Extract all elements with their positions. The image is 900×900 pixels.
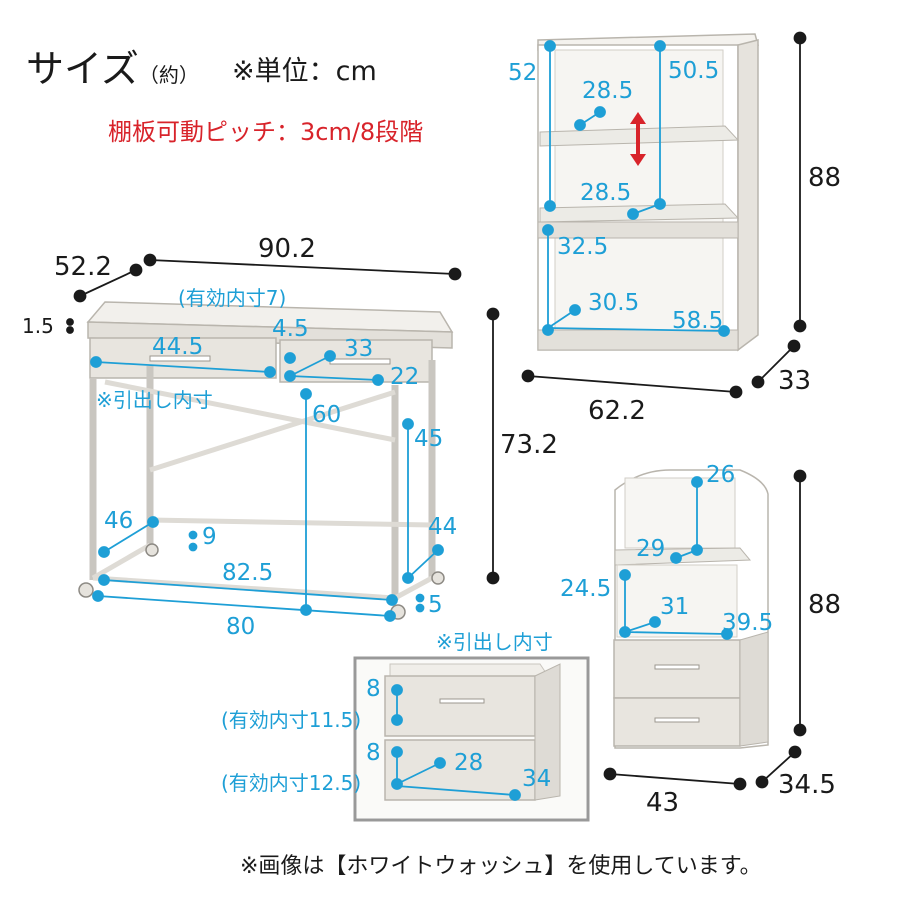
shelf-gap-mid: 28.5: [580, 180, 632, 206]
small-shelf-shelf-depth: 29: [636, 536, 666, 562]
desk-leg-depth-right: 44: [428, 514, 458, 540]
drawer-detail-illustration: [357, 660, 586, 818]
desk-drawer-effective: (有効内寸7): [178, 286, 287, 310]
small-shelf-width: 43: [646, 788, 680, 818]
small-shelf-inner-width: 39.5: [722, 610, 774, 636]
small-shelf-outer-dimensions: [603, 469, 807, 791]
shelf-right-height: 50.5: [668, 58, 720, 84]
drawer-detail-dimensions: [391, 684, 521, 801]
desk-side-height: 45: [414, 426, 444, 452]
desk-inner-width: 82.5: [222, 560, 274, 586]
desk-leg-gap: 9: [202, 524, 217, 550]
desk-drawer-note: ※引出し内寸: [96, 388, 213, 412]
large-shelf-illustration: [537, 33, 759, 352]
desk-height: 73.2: [500, 430, 558, 460]
shelf-pitch-note: 棚板可動ピッチ：3cm/8段階: [108, 118, 424, 146]
shelf-height: 88: [808, 163, 842, 193]
small-shelf-depth: 34.5: [778, 770, 836, 800]
desk-depth: 52.2: [54, 252, 112, 282]
shelf-inner-width: 58.5: [672, 308, 724, 334]
page-title: サイズ（約）: [26, 47, 199, 91]
desk-inner-dimensions: [90, 350, 444, 622]
shelf-left-height: 52: [508, 60, 538, 86]
small-shelf-open-height: 24.5: [560, 576, 612, 602]
desk-width: 90.2: [258, 234, 316, 264]
drawer-bottom-width: 34: [522, 766, 552, 792]
desk-knee-height: 60: [312, 402, 342, 428]
drawer-bottom-effective: (有効内寸12.5): [221, 771, 362, 795]
shelf-bottom-depth: 30.5: [588, 290, 640, 316]
desk-top-thickness: 1.5: [22, 314, 54, 338]
large-shelf-inner-dimensions: [542, 40, 730, 337]
image-footnote: ※画像は【ホワイトウォッシュ】を使用しています。: [240, 854, 762, 879]
shelf-gap-top: 28.5: [582, 78, 634, 104]
desk-outer-dimensions: [66, 253, 500, 585]
desk-bottom-width: 80: [226, 614, 256, 640]
drawer-bottom-depth: 28: [454, 750, 484, 776]
desk-drawer-gap: 4.5: [272, 316, 309, 342]
large-shelf-outer-dimensions: [521, 31, 807, 399]
small-shelf-inner-depth: 31: [660, 594, 690, 620]
desk-illustration: [78, 301, 454, 620]
desk-drawer-depth: 22: [390, 364, 420, 390]
small-shelf-illustration: [613, 469, 769, 749]
desk-drawer-right-width: 33: [344, 336, 374, 362]
shelf-bottom-height: 32.5: [557, 234, 609, 260]
small-shelf-top-height: 26: [706, 462, 736, 488]
desk-caster: 5: [428, 592, 443, 618]
shelf-width: 62.2: [588, 396, 646, 426]
shelf-depth: 33: [778, 366, 812, 396]
desk-leg-depth-left: 46: [104, 508, 134, 534]
title-approx: （約）: [138, 63, 199, 87]
drawer-bottom-height: 8: [366, 740, 381, 766]
drawer-top-effective: (有効内寸11.5): [221, 708, 362, 732]
shelf-pitch-arrow: [630, 112, 646, 166]
desk-drawer-left-width: 44.5: [152, 334, 204, 360]
small-shelf-height: 88: [808, 590, 842, 620]
drawer-detail-note: ※引出し内寸: [436, 630, 553, 654]
drawer-top-height: 8: [366, 676, 381, 702]
small-shelf-inner-dimensions: [619, 476, 733, 640]
unit-note: ※単位：cm: [232, 56, 377, 87]
